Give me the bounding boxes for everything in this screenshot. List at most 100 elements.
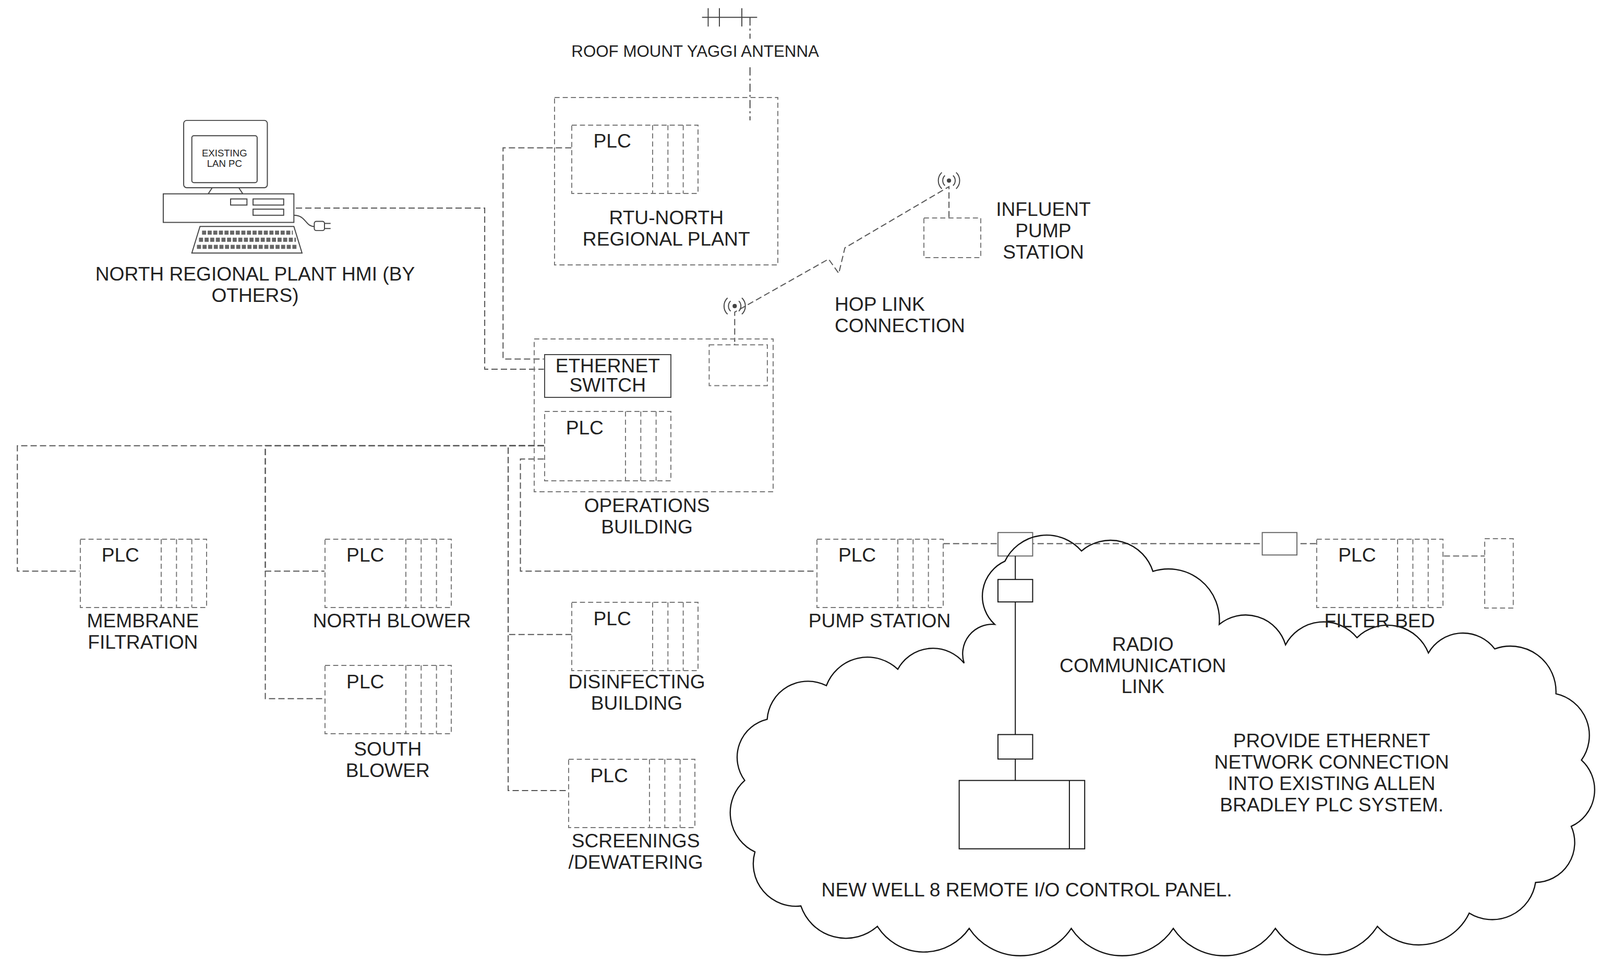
radio-cable (1014, 556, 1016, 580)
pump-station-box: INFLUENT PUMP STATION (923, 217, 982, 259)
keyboard-keys (201, 230, 293, 235)
io-card-slot (682, 602, 684, 671)
node-outline (79, 538, 208, 609)
link-label: HOP LINK CONNECTION (834, 293, 988, 337)
revision-cloud: RADIO COMMUNICATION LINK PROVIDE ETHERNET… (734, 540, 1598, 959)
plc-rack: PLC (544, 411, 672, 482)
keyboard-keys (198, 237, 296, 243)
dashed-outline (80, 539, 207, 608)
drive-slot (253, 209, 284, 216)
plc-rack: PLC (571, 124, 699, 195)
plc-rack: PLCSOUTH BLOWER (324, 665, 452, 735)
dashed-outline (923, 218, 981, 258)
radio-box (708, 344, 767, 386)
antenna-symbol (942, 175, 945, 186)
computer-case (163, 194, 294, 223)
node-label: NEW WELL 8 REMOTE I/O CONTROL PANEL. (821, 879, 1233, 901)
antenna-symbol (741, 297, 746, 315)
plug-prong (324, 222, 331, 224)
dashed-outline (816, 539, 944, 608)
plc-rack: PLCNORTH BLOWER (324, 538, 452, 609)
monitor (183, 120, 268, 188)
radio-unit (997, 579, 1033, 603)
network-tap (1262, 532, 1298, 556)
node-label: DISINFECTING BUILDING (549, 671, 724, 715)
io-card-slot (160, 539, 162, 608)
plc-rack: PLCDISINFECTING BUILDING (571, 602, 699, 672)
monitor-stand (208, 187, 244, 195)
keyboard (191, 226, 303, 254)
cloud-outline (730, 535, 1595, 957)
antenna-cable (749, 17, 751, 39)
io-card-slot (652, 602, 654, 671)
node-label: OPERATIONS BUILDING (555, 495, 739, 538)
io-card-slot (624, 411, 627, 481)
node-label: PUMP STATION (798, 610, 962, 632)
io-card-slot (897, 539, 899, 608)
io-card-slot (682, 125, 684, 194)
io-card-slot (927, 539, 929, 608)
antenna-symbol (956, 172, 960, 189)
node-label: ETHERNET SWITCH (547, 356, 668, 395)
node-label: PLC (1316, 544, 1398, 567)
node-outline (923, 217, 982, 259)
network-cable (508, 446, 569, 791)
io-card-slot (640, 411, 642, 481)
io-card-slot (405, 665, 407, 735)
network-cable (508, 446, 572, 635)
io-card-slot (664, 759, 666, 828)
node-label: PLC (79, 544, 162, 567)
node-label: PLC (324, 544, 406, 567)
node-label: FILTER BED (1297, 610, 1462, 632)
antenna-symbol (724, 297, 728, 315)
dashed-outline (534, 339, 774, 492)
dashed-outline (554, 97, 778, 266)
antenna-symbol (732, 304, 737, 308)
node-outline (544, 411, 672, 482)
node-label: SOUTH BLOWER (326, 738, 450, 782)
io-card-slot (1412, 539, 1414, 608)
network-cable (17, 446, 544, 572)
node-label: MEMBRANE FILTRATION (66, 610, 220, 654)
node-label: PROVIDE ETHERNET NETWORK CONNECTION INTO… (1198, 730, 1465, 816)
antenna-symbol (738, 301, 741, 312)
keyboard-keys (197, 245, 299, 250)
dashed-outline (571, 125, 699, 194)
node-outline (1316, 538, 1444, 609)
io-card-slot (679, 759, 681, 828)
network-cable (265, 446, 545, 572)
plug-prong (324, 227, 331, 230)
node-label: RADIO COMMUNICATION LINK (1045, 633, 1241, 699)
plc-rack: PLCPUMP STATION (816, 538, 944, 609)
drive-slot (230, 198, 247, 206)
node-label: PLC (816, 544, 898, 567)
ethernet-switch: ETHERNET SWITCH (544, 354, 672, 399)
dashed-outline (568, 759, 695, 828)
antenna-symbol (947, 178, 951, 183)
panel-door (1068, 780, 1070, 850)
node-outline (568, 759, 696, 829)
antenna-cable (749, 67, 751, 121)
node-label: PLC (571, 608, 653, 630)
dashed-outline (325, 665, 452, 735)
drive-slot (253, 198, 284, 206)
node-label: PLC (544, 417, 626, 439)
io-card-slot (648, 759, 651, 828)
yagi-element (741, 8, 743, 27)
node-outline (324, 665, 452, 735)
io-card-slot (1397, 539, 1399, 608)
building-enclosure: OPERATIONS BUILDINGETHERNET SWITCHPLC (533, 338, 774, 493)
io-card-slot (175, 539, 177, 608)
antenna-symbol (938, 172, 943, 189)
node-label: PLC (568, 765, 650, 787)
plc-rack: PLCFILTER BED (1316, 538, 1444, 609)
node-label: INFLUENT PUMP STATION (989, 198, 1097, 263)
io-card-slot (912, 539, 914, 608)
node-label: SCREENINGS /DEWATERING (548, 830, 723, 874)
network-cable (265, 446, 545, 700)
node-label: NORTH REGIONAL PLANT HMI (BY OTHERS) (81, 263, 429, 307)
monitor-screen (191, 135, 258, 183)
io-card-slot (667, 125, 669, 194)
node-label: NORTH BLOWER (290, 610, 495, 632)
rtu-enclosure: RTU-NORTH REGIONAL PLANTPLC (554, 97, 779, 266)
